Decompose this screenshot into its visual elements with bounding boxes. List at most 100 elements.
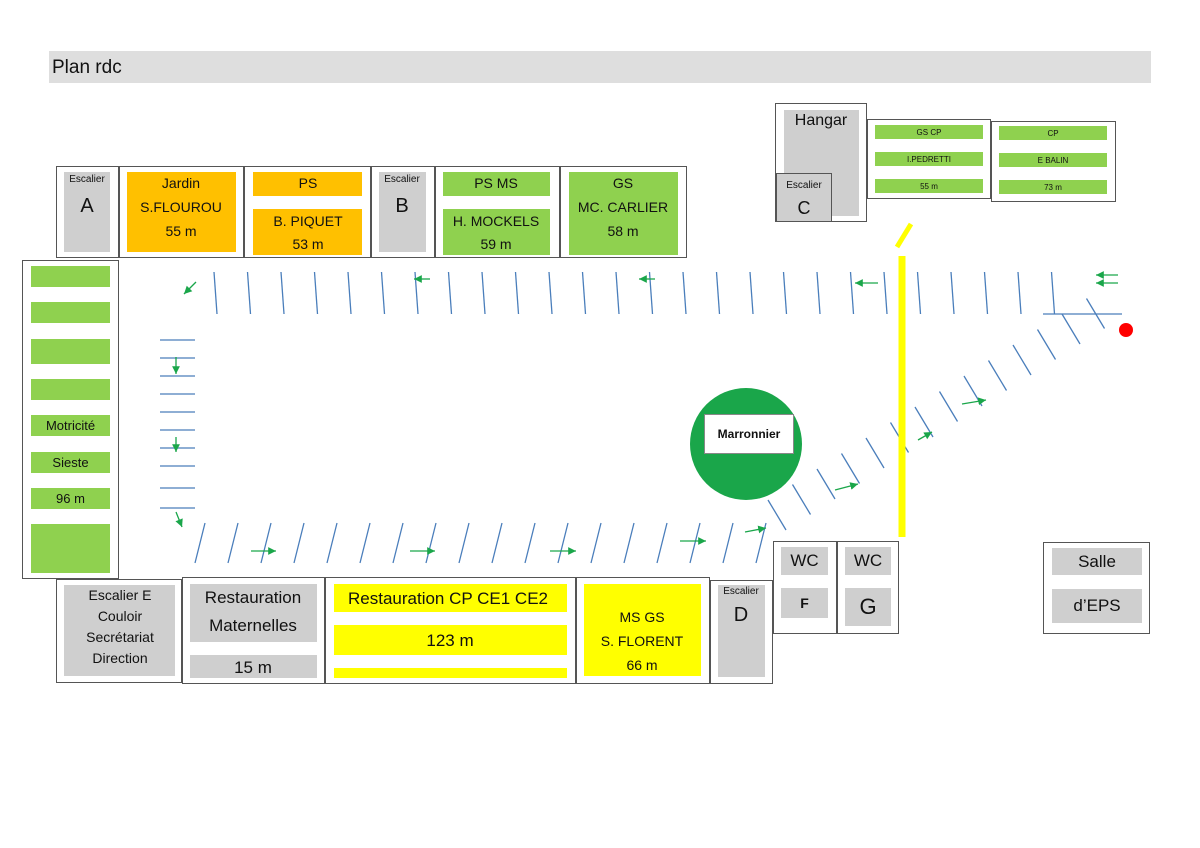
gs-fill bbox=[569, 172, 678, 255]
marking-line bbox=[1061, 313, 1081, 345]
salle-eps-line2: d’EPS bbox=[1073, 596, 1121, 615]
marking-line bbox=[313, 271, 319, 315]
gs-cp-row1: GS CP bbox=[875, 125, 983, 139]
marking-line bbox=[749, 271, 754, 315]
marking-line bbox=[326, 522, 338, 564]
resto-cp-fill-mid bbox=[334, 625, 567, 655]
marking-line bbox=[883, 271, 888, 315]
ms-gs-fill bbox=[584, 584, 701, 676]
cp-row1: CP bbox=[999, 126, 1107, 140]
marking-line bbox=[581, 271, 587, 315]
gs-cp-class: GS CP bbox=[916, 127, 942, 137]
tree-label: Marronnier bbox=[704, 414, 794, 454]
arrow bbox=[175, 511, 183, 528]
stair-c-small: Escalier bbox=[786, 180, 822, 191]
marking-line bbox=[623, 522, 635, 564]
wc-f-top: WC bbox=[781, 547, 828, 575]
arrow bbox=[183, 281, 197, 295]
marking-line bbox=[865, 437, 885, 469]
sieste-label: Sieste bbox=[52, 455, 89, 470]
jardin-fill bbox=[127, 172, 236, 252]
wc-g-label: WC bbox=[853, 551, 883, 570]
cp-teacher: E BALIN bbox=[1037, 155, 1069, 165]
stair-a-fill bbox=[64, 172, 110, 252]
gs-class: GS bbox=[612, 175, 634, 191]
gs-cp-row2: I.PEDRETTI bbox=[875, 152, 983, 166]
marking-line bbox=[938, 391, 959, 422]
marking-line bbox=[347, 271, 352, 315]
resto-cp-label: Restauration CP CE1 CE2 bbox=[347, 589, 549, 608]
title-bar bbox=[49, 51, 1151, 83]
ps-ms-area: 59 m bbox=[480, 236, 512, 252]
marking-line bbox=[722, 522, 734, 564]
ps-teacher: B. PIQUET bbox=[273, 213, 343, 229]
wc-f-letter: F bbox=[800, 595, 809, 611]
marking-line bbox=[950, 271, 955, 315]
stair-d-small: Escalier bbox=[723, 586, 759, 597]
marking-line bbox=[656, 522, 668, 564]
jardin-area: 55 m bbox=[165, 223, 197, 239]
salle-eps-bottom: d’EPS bbox=[1052, 589, 1142, 623]
left-wing-room-5 bbox=[31, 524, 110, 573]
marking-line bbox=[849, 271, 855, 315]
ms-gs-teacher: S. FLORENT bbox=[600, 633, 684, 649]
marking-line bbox=[293, 522, 305, 564]
arrow bbox=[961, 397, 987, 406]
marking-line bbox=[689, 522, 701, 564]
direction-arrows bbox=[172, 271, 1118, 555]
stair-d-fill bbox=[718, 585, 765, 677]
marking-line bbox=[359, 522, 371, 564]
marking-line bbox=[414, 271, 419, 315]
marking-line bbox=[983, 271, 989, 315]
marking-line bbox=[648, 271, 654, 315]
marking-line bbox=[481, 271, 486, 315]
marking-line bbox=[260, 522, 272, 564]
ms-gs-class: MS GS bbox=[619, 609, 665, 625]
marking-line bbox=[916, 271, 922, 315]
marking-line bbox=[615, 271, 620, 315]
marking-line bbox=[514, 271, 520, 315]
marking-line bbox=[213, 271, 218, 315]
resto-mat-area: 15 m bbox=[234, 658, 272, 677]
marking-lines bbox=[160, 271, 1122, 564]
resto-mat-fill-top bbox=[190, 584, 317, 642]
escalier-e-line4: Direction bbox=[92, 650, 148, 666]
wc-g-bottom: G bbox=[845, 588, 891, 626]
cp-area: 73 m bbox=[1044, 182, 1062, 192]
marking-line bbox=[987, 360, 1008, 391]
left-wing-room-4 bbox=[31, 379, 110, 400]
marking-line bbox=[1017, 271, 1022, 315]
jardin-teacher: S.FLOUROU bbox=[140, 199, 222, 215]
escalier-e-line1: Escalier E bbox=[88, 587, 152, 603]
sieste-label-box: Sieste bbox=[31, 452, 110, 473]
gs-area: 58 m bbox=[607, 223, 639, 239]
stair-b-small: Escalier bbox=[384, 174, 420, 185]
marking-line bbox=[816, 271, 821, 315]
resto-mat-line1: Restauration bbox=[204, 588, 302, 607]
ps-ms-fill-bottom bbox=[443, 209, 550, 255]
marking-line bbox=[816, 468, 836, 500]
page-title: Plan rdc bbox=[52, 57, 122, 78]
marking-line bbox=[548, 271, 553, 315]
marking-line bbox=[380, 271, 386, 315]
gs-teacher: MC. CARLIER bbox=[577, 199, 669, 215]
wc-g-letter: G bbox=[859, 594, 877, 619]
marking-line bbox=[458, 522, 470, 564]
marking-line bbox=[1036, 329, 1057, 360]
arrow bbox=[744, 525, 767, 534]
marking-line bbox=[491, 522, 503, 564]
marking-line bbox=[425, 522, 437, 564]
red-marker bbox=[1119, 323, 1133, 337]
resto-cp-fill-bottom bbox=[334, 668, 567, 678]
left-wing-room-3 bbox=[31, 339, 110, 364]
left-wing-room-1 bbox=[31, 266, 110, 287]
left-wing-area: 96 m bbox=[56, 491, 85, 506]
ps-class: PS bbox=[298, 175, 318, 191]
wc-f-bottom: F bbox=[781, 588, 828, 618]
gs-cp-teacher: I.PEDRETTI bbox=[906, 154, 951, 164]
escalier-e-fill bbox=[64, 585, 175, 676]
stair-d-letter: D bbox=[733, 604, 749, 626]
marking-line bbox=[1085, 298, 1106, 329]
ps-ms-class: PS MS bbox=[474, 175, 518, 191]
ps-area: 53 m bbox=[292, 236, 324, 252]
